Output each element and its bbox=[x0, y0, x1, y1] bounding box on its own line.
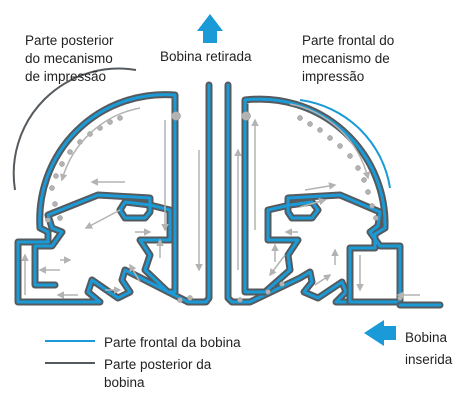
paper-path bbox=[14, 81, 444, 309]
front-mechanism-arc bbox=[299, 99, 391, 189]
flow-arrows bbox=[21, 103, 420, 299]
roll-inserted-arrow bbox=[364, 320, 396, 346]
rollers bbox=[45, 111, 403, 303]
roll-removed-arrow bbox=[197, 14, 223, 43]
legend-front-label: Parte frontal da bobina bbox=[104, 335, 241, 350]
label-roll-removed: Bobina retirada bbox=[160, 49, 252, 64]
legend-rear-label: Parte posterior da bobina bbox=[104, 357, 212, 390]
label-rear-mechanism: Parte posterior do mecanismo de impressã… bbox=[25, 33, 114, 84]
label-front-mechanism: Parte frontal do mecanismo de impressão bbox=[302, 33, 395, 84]
label-roll-inserted: Bobina inserida bbox=[405, 330, 453, 367]
rear-mechanism-arc bbox=[12, 67, 137, 191]
